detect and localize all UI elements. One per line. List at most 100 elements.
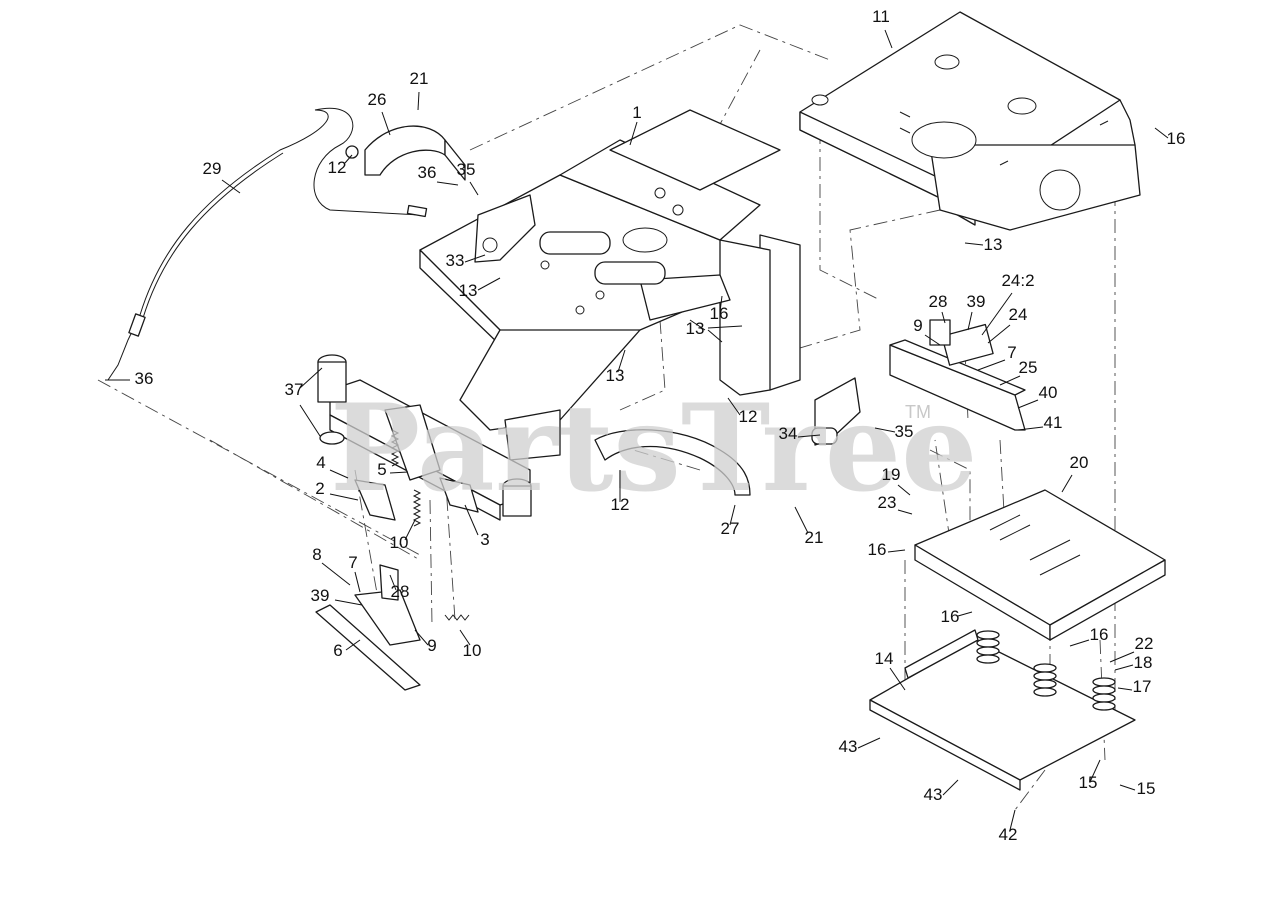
svg-text:PartsTree: PartsTree bbox=[330, 378, 977, 519]
leader-line bbox=[897, 484, 911, 496]
leader-lines bbox=[105, 29, 1169, 831]
callout-43: 43 bbox=[839, 737, 858, 756]
callout-10: 10 bbox=[463, 641, 482, 660]
leader-line bbox=[345, 639, 361, 651]
callout-7: 7 bbox=[348, 553, 357, 572]
leader-line bbox=[617, 349, 626, 373]
callout-20: 20 bbox=[1070, 453, 1089, 472]
leader-line bbox=[941, 311, 946, 324]
springs-part bbox=[390, 429, 470, 621]
leader-line bbox=[889, 667, 906, 691]
callout-43: 43 bbox=[924, 785, 943, 804]
callout-28: 28 bbox=[391, 582, 410, 601]
leader-line bbox=[977, 359, 1006, 371]
leader-line bbox=[967, 311, 973, 331]
switch-mount-40-part bbox=[889, 319, 1026, 431]
callout-13: 13 bbox=[459, 281, 478, 300]
callout-17: 17 bbox=[1133, 677, 1152, 696]
leader-line bbox=[459, 629, 471, 646]
leader-line bbox=[417, 91, 420, 111]
leader-line bbox=[299, 404, 321, 437]
callout-22: 22 bbox=[1135, 634, 1154, 653]
callout-42: 42 bbox=[999, 825, 1018, 844]
callout-15: 15 bbox=[1079, 773, 1098, 792]
leader-line bbox=[857, 737, 881, 749]
callout-1: 1 bbox=[632, 103, 641, 122]
coil-springs-17-part bbox=[976, 630, 1116, 711]
callout-35: 35 bbox=[895, 422, 914, 441]
leader-line bbox=[329, 469, 349, 479]
leader-line bbox=[1154, 127, 1169, 139]
leader-line bbox=[1017, 426, 1044, 431]
callout-23: 23 bbox=[878, 493, 897, 512]
leader-line bbox=[1017, 399, 1039, 409]
callout-16: 16 bbox=[710, 304, 729, 323]
leader-line bbox=[354, 571, 361, 593]
callout-36: 36 bbox=[135, 369, 154, 388]
base-plate-14-part bbox=[869, 629, 1136, 791]
leader-line bbox=[1009, 809, 1016, 831]
callout-35: 35 bbox=[457, 160, 476, 179]
callout-26: 26 bbox=[368, 90, 387, 109]
callout-15: 15 bbox=[1137, 779, 1156, 798]
leader-line bbox=[404, 519, 416, 541]
callout-12: 12 bbox=[328, 158, 347, 177]
callout-39: 39 bbox=[967, 292, 986, 311]
leader-line bbox=[436, 181, 459, 186]
bracket-33-part bbox=[474, 194, 536, 263]
leader-line bbox=[1109, 651, 1135, 663]
seat-pan-part bbox=[799, 11, 1141, 231]
seat-plate-20-part bbox=[914, 489, 1166, 641]
callout-40: 40 bbox=[1039, 383, 1058, 402]
callout-3: 3 bbox=[480, 530, 489, 549]
callout-16: 16 bbox=[1167, 129, 1186, 148]
leader-line bbox=[887, 549, 906, 553]
callout-39: 39 bbox=[311, 586, 330, 605]
callout-7: 7 bbox=[1007, 343, 1016, 362]
leader-line bbox=[1119, 784, 1136, 791]
bracket-34-part bbox=[811, 377, 861, 446]
callout-27: 27 bbox=[721, 519, 740, 538]
leader-line bbox=[707, 329, 723, 343]
callout-24-2: 24:2 bbox=[1001, 271, 1034, 290]
callout-16: 16 bbox=[868, 540, 887, 559]
callout-12: 12 bbox=[611, 495, 630, 514]
callout-16: 16 bbox=[941, 607, 960, 626]
leader-line bbox=[389, 574, 397, 591]
leader-line bbox=[719, 295, 723, 313]
callout-25: 25 bbox=[1019, 358, 1038, 377]
leader-line bbox=[981, 292, 1013, 336]
leader-line bbox=[1061, 474, 1073, 493]
callout-18: 18 bbox=[1134, 653, 1153, 672]
leader-line bbox=[897, 509, 913, 515]
leader-line bbox=[727, 397, 741, 416]
leader-line bbox=[942, 779, 959, 796]
leader-line bbox=[794, 506, 809, 534]
leader-line bbox=[689, 319, 706, 331]
bracket-26-part bbox=[345, 125, 466, 181]
callout-16: 16 bbox=[1090, 625, 1109, 644]
cable-part bbox=[107, 107, 428, 381]
callout-2: 2 bbox=[315, 479, 324, 498]
callout-33: 33 bbox=[446, 251, 465, 270]
leader-line bbox=[414, 629, 429, 646]
leader-line bbox=[957, 611, 973, 617]
callout-29: 29 bbox=[203, 159, 222, 178]
callout-28: 28 bbox=[929, 292, 948, 311]
callout-4: 4 bbox=[316, 453, 325, 472]
leader-line bbox=[1117, 687, 1133, 691]
leader-line bbox=[1114, 664, 1134, 671]
callout-34: 34 bbox=[779, 424, 798, 443]
callout-37: 37 bbox=[285, 380, 304, 399]
leader-line bbox=[329, 493, 359, 501]
leader-line bbox=[999, 375, 1021, 386]
leader-line bbox=[334, 599, 363, 606]
axle-bracket-part bbox=[317, 354, 532, 521]
leader-line bbox=[477, 277, 501, 291]
callout-6: 6 bbox=[333, 641, 342, 660]
watermark: PartsTree TM bbox=[330, 378, 977, 519]
callout-14: 14 bbox=[875, 649, 894, 668]
leader-line bbox=[924, 334, 941, 346]
